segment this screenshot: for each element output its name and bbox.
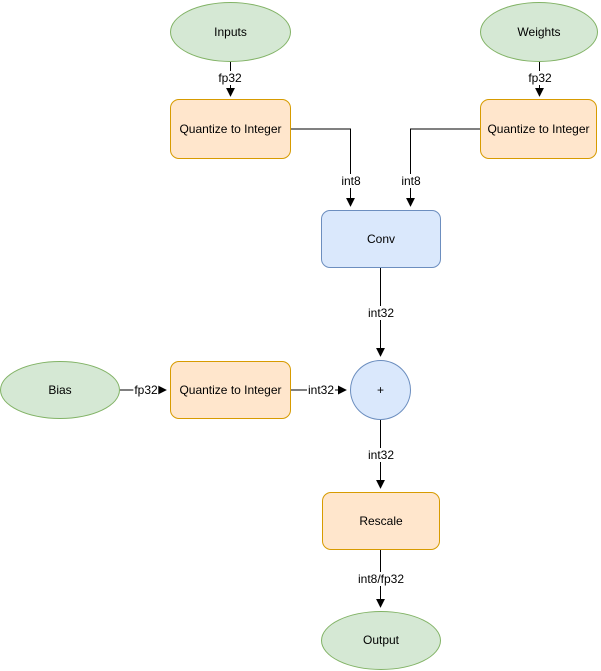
node-quantize-bias: Quantize to Integer [170, 361, 291, 419]
node-label: Quantize to Integer [487, 121, 590, 136]
edge-label-inputs-int8: int8 [340, 174, 362, 188]
edge-label-add-int32: int32 [366, 448, 396, 462]
node-quantize-inputs: Quantize to Integer [170, 99, 291, 159]
node-inputs: Inputs [170, 2, 291, 62]
edge-label-bias-int32: int32 [306, 383, 336, 397]
node-conv: Conv [321, 210, 441, 268]
edge-label-rescale-int8fp32: int8/fp32 [356, 572, 406, 586]
node-label: Output [362, 633, 400, 648]
node-label: Inputs [214, 24, 247, 39]
edge-label-inputs-fp32: fp32 [217, 71, 243, 85]
node-output: Output [321, 611, 441, 670]
node-weights: Weights [480, 2, 598, 62]
node-label: Conv [366, 231, 395, 246]
edge-quantize-weights-to-conv [406, 128, 480, 207]
edge-quantize-inputs-to-conv [291, 128, 355, 207]
node-label: Bias [48, 382, 72, 397]
node-quantize-weights: Quantize to Integer [480, 99, 597, 159]
edge-label-weights-fp32: fp32 [527, 71, 553, 85]
node-label: Weights [517, 24, 561, 39]
node-label: Quantize to Integer [179, 382, 282, 397]
node-label: Rescale [359, 513, 403, 528]
node-label: + [376, 382, 384, 397]
node-bias: Bias [0, 361, 120, 419]
node-rescale: Rescale [322, 492, 440, 550]
node-add: + [350, 360, 411, 420]
node-label: Quantize to Integer [179, 121, 282, 136]
edge-label-conv-int32: int32 [366, 306, 396, 320]
edge-label-weights-int8: int8 [400, 174, 422, 188]
edge-label-bias-fp32: fp32 [133, 383, 159, 397]
